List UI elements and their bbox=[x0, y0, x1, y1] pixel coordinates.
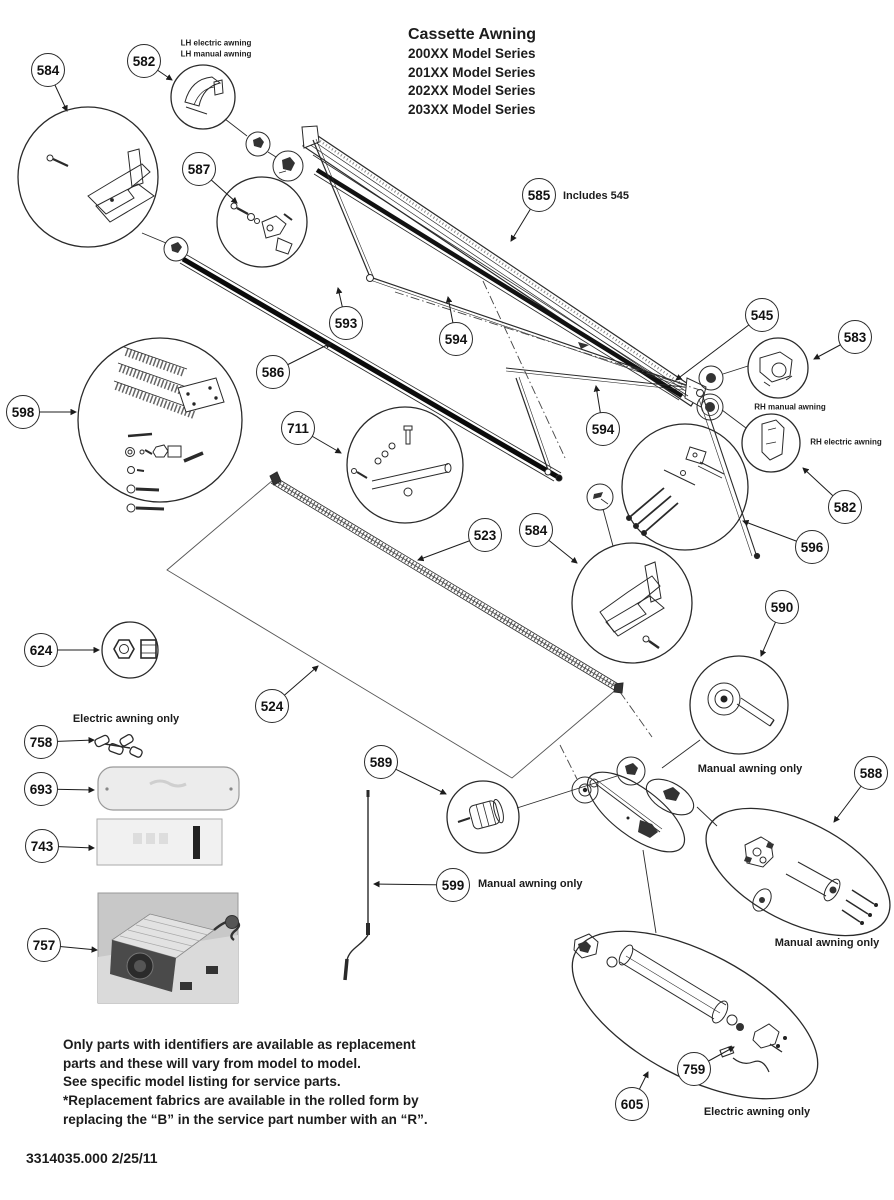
detail-pivot bbox=[216, 176, 308, 268]
balloon-594-5: 594 bbox=[439, 322, 473, 356]
balloon-624-17: 624 bbox=[24, 633, 58, 667]
detail-nuts bbox=[101, 621, 159, 679]
diagram-label-0: LH electric awning bbox=[180, 38, 252, 48]
notes-block: Only parts with identifiers are availabl… bbox=[63, 1036, 428, 1130]
note-line-1: Only parts with identifiers are availabl… bbox=[63, 1037, 416, 1052]
lead-bar bbox=[179, 254, 563, 482]
balloon-588-23: 588 bbox=[854, 756, 888, 790]
diagram-label-2: Includes 545 bbox=[563, 190, 630, 202]
balloon-589-22: 589 bbox=[364, 745, 398, 779]
balloon-590-16: 590 bbox=[765, 590, 799, 624]
note-line-2: parts and these will vary from model to … bbox=[63, 1055, 361, 1071]
crank-rod bbox=[343, 790, 370, 981]
balloon-585-3: 585 bbox=[522, 178, 556, 212]
photo-remote bbox=[96, 818, 223, 866]
detail-small-bracket-ellipse bbox=[645, 778, 695, 816]
detail-gearbox-ellipse bbox=[705, 807, 891, 937]
diagram-label-1: LH manual awning bbox=[180, 49, 252, 59]
balloon-596-12: 596 bbox=[795, 530, 829, 564]
detail-knob bbox=[446, 780, 520, 854]
model-series-4: 203XX Model Series bbox=[408, 101, 536, 117]
balloon-545-9: 545 bbox=[745, 298, 779, 332]
scissor-arms bbox=[312, 138, 761, 560]
balloon-743-21: 743 bbox=[25, 829, 59, 863]
projection-lines bbox=[394, 280, 701, 780]
balloon-693-20: 693 bbox=[24, 772, 58, 806]
balloon-594-13: 594 bbox=[586, 412, 620, 446]
note-line-3: See specific model listing for service p… bbox=[63, 1074, 341, 1090]
balloon-583-10: 583 bbox=[838, 320, 872, 354]
detail-dart bbox=[586, 483, 614, 511]
doc-number: 3314035.000 2/25/11 bbox=[26, 1150, 158, 1166]
photo-power-supply bbox=[97, 892, 241, 1004]
balloon-759-26: 759 bbox=[677, 1052, 711, 1086]
detail-foot-rh bbox=[571, 542, 693, 664]
balloon-598-7: 598 bbox=[6, 395, 40, 429]
detail-end-plug bbox=[689, 655, 789, 755]
title-block: Cassette Awning 200XX Model Series 201XX… bbox=[408, 24, 536, 119]
diagram-title: Cassette Awning bbox=[408, 26, 537, 43]
diagram-label-5: Electric awning only bbox=[72, 713, 180, 725]
detail-roller-ellipse bbox=[571, 930, 819, 1100]
balloon-523-14: 523 bbox=[468, 518, 502, 552]
balloon-599-24: 599 bbox=[436, 868, 470, 902]
detail-cover-lh bbox=[170, 64, 236, 130]
detail-hardware-kit bbox=[77, 337, 243, 513]
model-series-3: 202XX Model Series bbox=[408, 83, 536, 98]
connector-lines bbox=[141, 118, 749, 934]
diagram-label-3: RH manual awning bbox=[754, 402, 826, 412]
detail-shaft-ellipse bbox=[586, 771, 686, 853]
detail-connectors bbox=[94, 733, 143, 758]
diagram-label-7: Manual awning only bbox=[697, 763, 803, 775]
balloon-758-19: 758 bbox=[24, 725, 58, 759]
detail-torsion bbox=[346, 406, 464, 524]
diagram-label-6: Manual awning only bbox=[478, 878, 583, 890]
detail-foot-lh bbox=[17, 106, 159, 248]
balloon-582-1: 582 bbox=[127, 44, 161, 78]
model-series-2: 201XX Model Series bbox=[408, 64, 536, 80]
balloon-586-6: 586 bbox=[256, 355, 290, 389]
photo-cover-plate bbox=[97, 766, 240, 811]
note-line-4: *Replacement fabrics are available in th… bbox=[63, 1093, 419, 1109]
note-line-5: replacing the “B” in the service part nu… bbox=[63, 1111, 428, 1127]
balloon-587-2: 587 bbox=[182, 152, 216, 186]
balloon-582-11: 582 bbox=[828, 490, 862, 524]
detail-small-drive bbox=[571, 756, 646, 804]
fabric-panel bbox=[166, 471, 624, 779]
balloon-584-0: 584 bbox=[31, 53, 65, 87]
balloon-711-8: 711 bbox=[281, 411, 315, 445]
balloon-605-27: 605 bbox=[615, 1087, 649, 1121]
diagram-label-4: RH electric awning bbox=[810, 437, 882, 447]
model-series-1: 200XX Model Series bbox=[408, 46, 536, 61]
balloon-584-15: 584 bbox=[519, 513, 553, 547]
balloon-757-25: 757 bbox=[27, 928, 61, 962]
diagram-label-8: Manual awning only bbox=[774, 937, 880, 949]
detail-clips bbox=[163, 131, 304, 262]
detail-rh-parts bbox=[696, 337, 809, 473]
balloon-524-18: 524 bbox=[255, 689, 289, 723]
balloon-593-4: 593 bbox=[329, 306, 363, 340]
diagram-label-9: Electric awning only bbox=[703, 1106, 811, 1118]
detail-arm-end bbox=[621, 423, 749, 551]
